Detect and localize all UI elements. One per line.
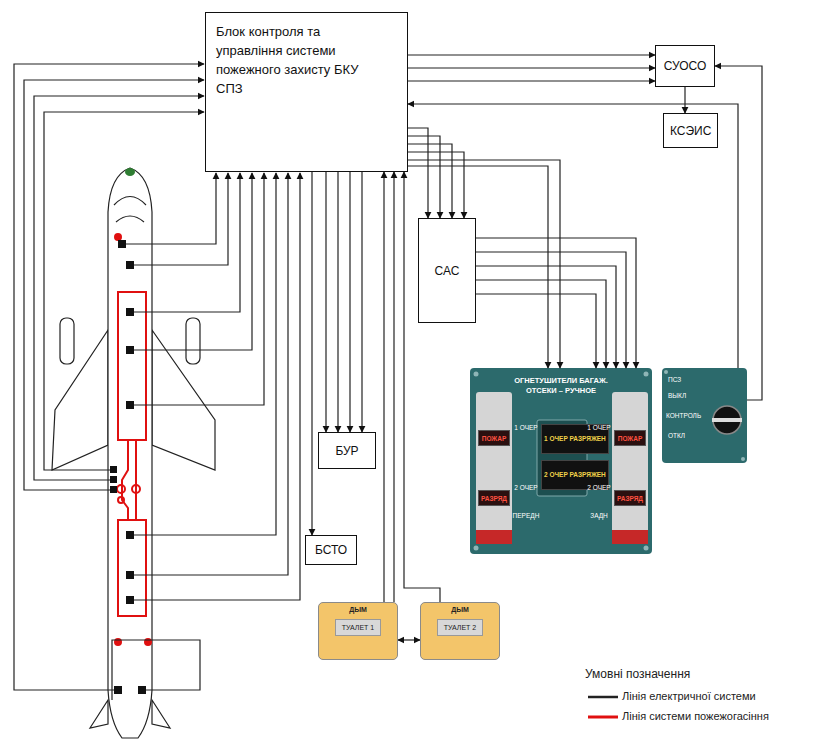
legend-text: Лінія електричної системи <box>622 690 756 703</box>
unit-box: БСТО <box>305 535 357 565</box>
discharge-button: РАЗРЯД <box>614 490 646 506</box>
connector-line <box>361 172 362 432</box>
signal-connector <box>476 238 636 368</box>
fire-button: ПОЖАР <box>614 430 646 446</box>
legend-title: Умовні позначення <box>585 668 745 682</box>
mode-switch-panel: ПСЗ ВЫКЛ КОНТРОЛЬ ОТКЛ <box>662 368 747 463</box>
smoke-detector: ДЫМ ТУАЛЕТ 2 <box>420 602 500 660</box>
connector-line <box>476 280 606 368</box>
node-text: ОГНЕТУШИТЕЛИ БАГАЖ. ОТСЕКИ – РУЧНОЕ <box>510 376 612 396</box>
connector-line <box>408 166 548 368</box>
node-text: КОНТРОЛЬ <box>666 412 701 419</box>
panel-label: ПЕРЕДН <box>511 512 541 519</box>
node-text: КСЭИС <box>670 124 711 138</box>
connector-line <box>408 104 738 368</box>
connector-line <box>408 54 655 55</box>
legend-text: Лінія системи пожежогасіння <box>622 710 769 723</box>
control-unit-box: Блок контроля та управління системи поже… <box>205 12 408 172</box>
discharge-button: РАЗРЯД <box>478 490 510 506</box>
connector-line <box>349 172 350 432</box>
connector-line <box>325 172 326 432</box>
signal-connector <box>408 160 560 368</box>
connector-line <box>476 238 636 368</box>
node-text: 1 ОЧЕР РАЗРЯЖЕН <box>544 435 606 443</box>
connector-line <box>476 294 596 368</box>
signal-connector <box>408 55 655 81</box>
node-text: ПОЖАР <box>482 435 507 442</box>
node-text: ПОЖАР <box>618 435 643 442</box>
node-text: ОТКЛ <box>668 432 685 439</box>
signal-connector <box>408 104 738 368</box>
switch-panel <box>662 368 747 463</box>
unit-box: САС <box>418 218 476 323</box>
node-text: ПСЗ <box>668 376 681 383</box>
aircraft <box>52 168 215 738</box>
connector-line <box>311 172 312 535</box>
node-text: ВЫКЛ <box>668 392 686 399</box>
connector-line <box>408 67 655 68</box>
extinguisher-panel: ОГНЕТУШИТЕЛИ БАГАЖ. ОТСЕКИ – РУЧНОЕ ПОЖАР… <box>470 368 652 554</box>
connector-line <box>393 172 394 602</box>
node-text: ДЫМ <box>451 606 469 613</box>
panel-label: 2 ОЧЕР <box>587 484 611 491</box>
connector-line <box>398 639 420 640</box>
signal-connector <box>312 172 313 535</box>
panel-label: 2 ОЧЕР <box>514 484 538 491</box>
legend-samples <box>588 697 618 717</box>
node-text: БСТО <box>315 543 347 557</box>
signal-connector <box>398 640 420 641</box>
panel-label: 1 ОЧЕР <box>514 424 538 431</box>
extinguisher-panel <box>470 368 652 554</box>
node-text: ДЫМ <box>349 606 367 613</box>
node-text: Блок контроля та управління системи поже… <box>216 23 386 98</box>
signal-connector <box>408 128 464 218</box>
node-text: 2 ОЧЕР РАЗРЯЖЕН <box>544 471 606 479</box>
unit-box: КСЭИС <box>663 113 718 148</box>
smoke-detector: ДЫМ ТУАЛЕТ 1 <box>318 602 398 660</box>
connector-line <box>476 252 626 368</box>
signal-connector <box>326 172 362 432</box>
connector-line <box>408 136 440 218</box>
connector-line <box>476 266 616 368</box>
connector-line <box>337 172 338 432</box>
node-text: СУОСО <box>664 59 707 73</box>
connector-line <box>408 128 428 218</box>
node-text: ТУАЛЕТ 2 <box>437 619 483 636</box>
node-text: САС <box>435 264 460 278</box>
signal-connector <box>384 172 394 602</box>
signal-connector <box>685 87 686 113</box>
connector-line <box>408 152 464 218</box>
connector-line <box>408 160 560 368</box>
node-text: РАЗРЯД <box>617 495 643 502</box>
connector-line <box>383 172 384 602</box>
connector-line <box>684 87 685 113</box>
node-text: ТУАЛЕТ 1 <box>335 619 381 636</box>
connector-line <box>408 144 452 218</box>
unit-box: СУОСО <box>655 45 715 87</box>
sensors <box>110 240 146 694</box>
node-text: РАЗРЯД <box>481 495 507 502</box>
node-text: БУР <box>335 444 358 458</box>
unit-box: БУР <box>318 432 376 469</box>
connector-line <box>408 80 655 81</box>
panel-label: 1 ОЧЕР <box>587 424 611 431</box>
panel-label: ЗАДН <box>586 512 612 519</box>
fire-extinguishing-lines <box>115 234 151 645</box>
fire-button: ПОЖАР <box>478 430 510 446</box>
